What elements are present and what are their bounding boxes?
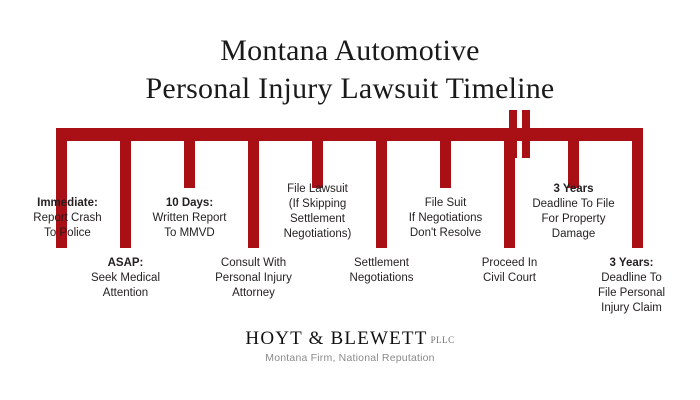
timeline-tick-file-lawsuit [312,128,323,188]
timeline-beam [56,128,643,141]
milestone-line: For Property [541,213,606,225]
milestone-line: Negotiations) [283,228,352,240]
timeline-tick-seek-medical-attention [120,128,131,248]
timeline-tick-personal-injury-claim-deadline [632,128,643,248]
timeline-tick-consult-attorney [248,128,259,248]
milestone-line: Consult With [220,257,287,269]
milestone-lead: Immediate: [37,197,98,209]
title-line-2: Personal Injury Lawsuit Timeline [145,72,555,105]
milestone-line: Seek Medical [90,272,161,284]
timeline-break-mark-left [509,110,517,158]
milestone-line: Attorney [232,287,275,299]
firm-tagline: Montana Firm, National Reputation [265,352,435,364]
milestone-line: Deadline To File [532,198,615,210]
milestone-line: Attention [102,287,149,299]
timeline-tick-written-report-mmvd [184,128,195,188]
milestone-line: Settlement [354,257,409,269]
title-line-1: Montana Automotive [220,34,480,67]
firm-name: HOYT & BLEWETT [245,328,428,349]
milestone-label-report-crash: Immediate: Report Crash To Police [4,196,132,241]
firm-suffix: PLLC [430,335,455,345]
timeline-tick-proceed-civil-court [504,128,515,248]
milestone-lead: 3 Years [553,183,594,195]
milestone-line: To Police [44,227,91,239]
milestone-line: File Lawsuit [287,183,348,195]
milestone-line: File Suit [424,197,467,209]
milestone-label-written-report-mmvd: 10 Days: Written Report To MMVD [126,196,254,241]
timeline-tick-settlement-negotiations [376,128,387,248]
milestone-line: Negotiations [349,272,414,284]
milestone-line: Damage [551,228,596,240]
milestone-line: Deadline To [601,272,662,284]
timeline-break-mark-right [522,110,530,158]
milestone-lead: 10 Days: [165,197,214,209]
timeline-tick-property-damage-deadline [568,128,579,188]
milestone-line: Proceed In [481,257,538,269]
timeline-tick-report-crash [56,128,67,248]
milestone-line: Settlement [290,213,345,225]
milestone-line: File Personal [597,287,666,299]
milestone-lead: ASAP: [107,257,144,269]
milestone-line: Written Report [152,212,227,224]
milestone-line: If Negotiations [408,212,483,224]
milestone-lead: 3 Years: [609,257,654,269]
milestone-line: (If Skipping [288,198,347,210]
milestone-label-proceed-civil-court: Proceed In Civil Court [446,256,574,286]
page-title: Montana Automotive Personal Injury Lawsu… [0,32,700,108]
milestone-line: Personal Injury [215,272,292,284]
milestone-line: To MMVD [164,227,215,239]
milestone-line: Civil Court [482,272,537,284]
timeline-tick-file-suit [440,128,451,188]
milestone-line: Don't Resolve [409,227,482,239]
milestone-line: Injury Claim [601,302,662,314]
milestone-line: Report Crash [33,212,102,224]
